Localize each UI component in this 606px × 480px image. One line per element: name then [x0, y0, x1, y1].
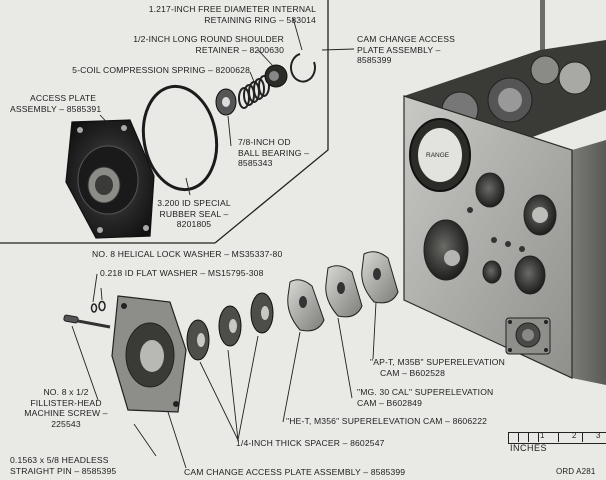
label-line: 7/8-INCH OD	[238, 137, 291, 147]
label-ball-bearing: 7/8-INCH OD BALL BEARING – 8585343	[238, 137, 309, 169]
scale-tick	[558, 432, 559, 442]
access-plate-assembly	[65, 119, 155, 239]
label-line: "MG. 30 CAL" SUPERELEVATION	[357, 387, 494, 397]
label-he-t-cam: "HE-T, M356" SUPERELEVATION CAM – 860622…	[286, 416, 487, 427]
label-line: 3.200 ID SPECIAL	[157, 198, 231, 208]
dial-range-text: RANGE	[426, 152, 450, 159]
label-access-plate: ACCESS PLATE ASSEMBLY – 8585391	[10, 93, 101, 114]
label-line: RETAINING RING – 583014	[204, 14, 316, 25]
retaining-ring	[289, 53, 316, 83]
label-line: RETAINER – 8200630	[195, 44, 284, 55]
label-retaining-ring: 1.217-INCH FREE DIAMETER INTERNAL RETAIN…	[120, 4, 316, 25]
label-line: 0.218 ID FLAT WASHER – MS15795-308	[100, 268, 264, 278]
scale-tick	[538, 432, 539, 442]
label-compression-spring: 5-COIL COMPRESSION SPRING – 8200628	[20, 65, 250, 76]
figure-reference: ORD A281	[556, 467, 595, 478]
label-line: NO. 8 x 1/2	[43, 387, 89, 397]
label-flat-washer: 0.218 ID FLAT WASHER – MS15795-308	[100, 268, 264, 279]
label-line: CAM CHANGE ACCESS	[357, 34, 456, 44]
label-line: NO. 8 HELICAL LOCK WASHER – MS35337-80	[92, 249, 283, 259]
machine-screw	[63, 314, 111, 329]
label-line: CAM CHANGE ACCESS PLATE ASSEMBLY – 85853…	[184, 467, 406, 477]
leader-lines	[71, 17, 377, 469]
thick-spacers	[186, 292, 274, 361]
label-mg-cam: "MG. 30 CAL" SUPERELEVATION CAM – B60284…	[357, 387, 493, 408]
scale-tick-label: 3	[596, 431, 601, 440]
label-lock-washer: NO. 8 HELICAL LOCK WASHER – MS35337-80	[92, 249, 282, 260]
label-line: PLATE ASSEMBLY –	[357, 44, 441, 55]
scale-tick-label: 2	[572, 431, 577, 440]
label-line: CAM – B602528	[380, 367, 446, 378]
inch-scale: 1 2 3 INCHES	[508, 431, 606, 456]
scale-tick	[518, 432, 519, 442]
label-spacer: 1/4-INCH THICK SPACER – 8602547	[236, 438, 385, 449]
label-line: BALL BEARING –	[238, 147, 310, 158]
label-line: 1.217-INCH FREE DIAMETER INTERNAL	[148, 4, 316, 14]
label-rubber-seal: 3.200 ID SPECIAL RUBBER SEAL – 8201805	[146, 198, 242, 230]
label-line: CAM – B602849	[357, 397, 423, 408]
superelevation-cams	[287, 251, 399, 332]
label-ap-t-cam: "AP-T, M35B" SUPERELEVATION CAM – B60252…	[370, 357, 505, 378]
label-line: RUBBER SEAL –	[159, 208, 229, 219]
label-line: 8585399	[357, 55, 392, 65]
label-straight-pin: 0.1563 x 5/8 HEADLESS STRAIGHT PIN – 858…	[10, 455, 116, 476]
label-machine-screw: NO. 8 x 1/2 FILLISTER-HEAD MACHINE SCREW…	[8, 387, 124, 429]
scale-tick-label: 1	[540, 431, 545, 440]
label-line: 1/4-INCH THICK SPACER – 8602547	[236, 438, 385, 448]
sight-housing: RANGE	[403, 0, 606, 385]
label-line: 1/2-INCH LONG ROUND SHOULDER	[133, 34, 284, 44]
label-line: 0.1563 x 5/8 HEADLESS	[10, 455, 109, 465]
label-line: STRAIGHT PIN – 8585395	[10, 465, 117, 476]
lower-access-plate	[111, 295, 187, 413]
label-line: 8201805	[176, 219, 212, 229]
label-line: 5-COIL COMPRESSION SPRING – 8200628	[72, 65, 250, 75]
scale-tick	[582, 432, 583, 442]
scale-tick	[528, 432, 529, 442]
label-line: FILLISTER-HEAD	[30, 397, 102, 408]
label-line: ASSEMBLY – 8585391	[10, 103, 102, 114]
label-line: "HE-T, M356" SUPERELEVATION CAM – 860622…	[286, 416, 488, 426]
label-line: 225543	[51, 418, 81, 429]
ball-bearing	[215, 88, 237, 116]
label-line: MACHINE SCREW –	[24, 408, 108, 418]
label-line: "AP-T, M35B" SUPERELEVATION	[370, 357, 505, 367]
lock-washer	[90, 303, 98, 313]
label-cam-access-plate: CAM CHANGE ACCESS PLATE ASSEMBLY – 85853…	[357, 34, 455, 66]
shoulder-retainer	[264, 64, 288, 88]
label-bottom-caption: CAM CHANGE ACCESS PLATE ASSEMBLY – 85853…	[184, 467, 405, 478]
scale-unit: INCHES	[510, 443, 548, 453]
scale-bar	[508, 432, 606, 444]
label-line: ACCESS PLATE	[30, 93, 97, 103]
label-shoulder-retainer: 1/2-INCH LONG ROUND SHOULDER RETAINER – …	[60, 34, 284, 55]
label-line: ORD A281	[556, 467, 596, 476]
flat-washer	[98, 300, 106, 312]
label-line: 8585343	[238, 158, 273, 168]
